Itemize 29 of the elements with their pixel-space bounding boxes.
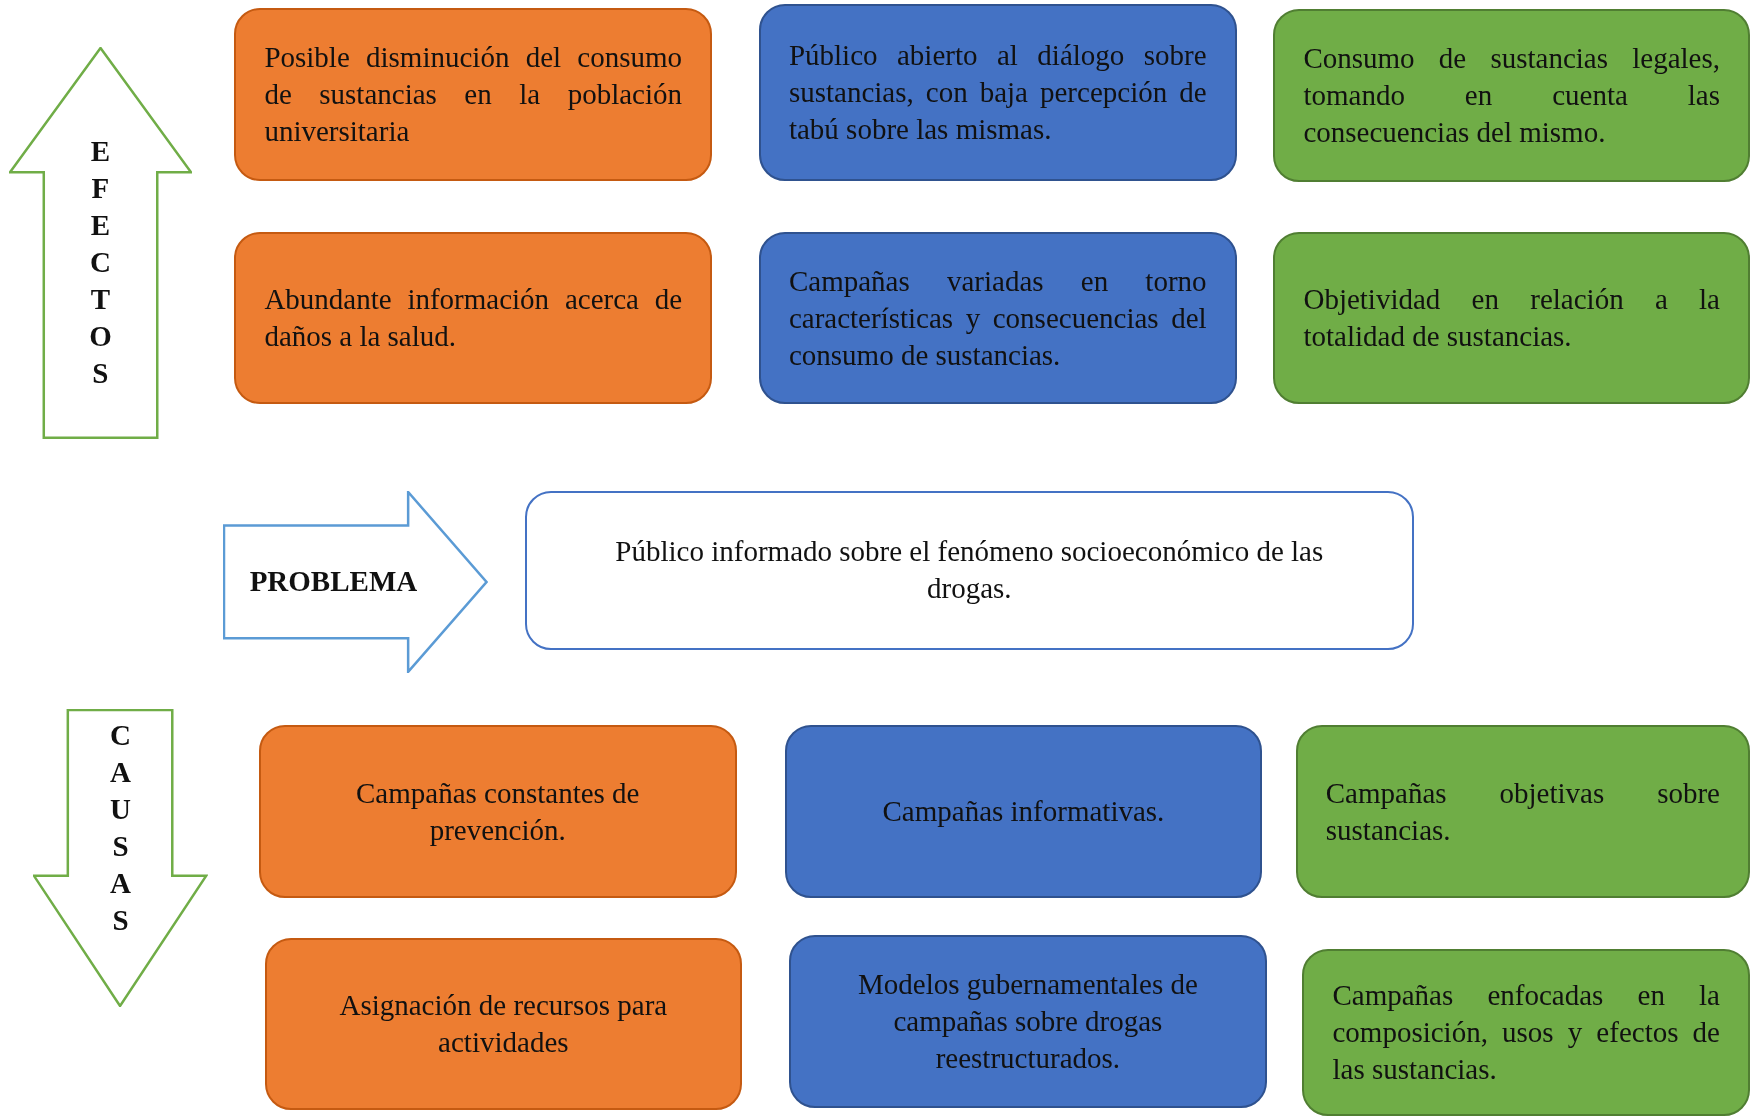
box-text: Campañas constantes de prevención. [355, 775, 641, 848]
box-text: Asignación de recursos para actividades [338, 988, 669, 1060]
box-text: Consumo de sustancias legales, tomando en cuenta las consecuencias del mismo. [1303, 40, 1720, 150]
text-box [258, 725, 737, 899]
text-box [758, 4, 1237, 181]
box-text: Modelos gubernamentales de campañas sobre drogas reestructurados. [856, 967, 1199, 1077]
text-box [524, 491, 1415, 650]
box-text: Abundante información acerca de daños a la salud. [264, 282, 683, 355]
text-box [1273, 232, 1750, 404]
box-text: Campañas enfocadas en la composición, usos y efectos de las sustancias. [1332, 977, 1720, 1087]
box-text: Público informado sobre el fenómeno socioeconómico de las drogas. [614, 534, 1325, 607]
text-box [1295, 725, 1750, 899]
text-box [234, 7, 713, 181]
text-box [784, 725, 1263, 899]
text-box [234, 232, 713, 404]
box-text: Posible disminución del consumo de sustancias en la población universitaria [264, 39, 683, 149]
box-text: Público abierto al diálogo sobre sustancias, con baja percepción de tabú sobre las mismas. [788, 38, 1207, 148]
banner-label: CAUSAS [109, 717, 132, 938]
text-box [758, 232, 1237, 404]
text-box [1302, 948, 1750, 1117]
box-text: Campañas variadas en torno características y consecuencias del consumo de sustancias. [788, 263, 1207, 373]
text-box [264, 937, 743, 1111]
box-text: Objetividad en relación a la totalidad de sustancias. [1303, 282, 1720, 355]
banner-label: EFECTOS [88, 134, 113, 392]
banner-label: PROBLEMA [249, 564, 418, 599]
box-text: Campañas objetivas sobre sustancias. [1325, 775, 1720, 848]
box-text: Campañas informativas. [881, 794, 1166, 830]
text-box [789, 935, 1267, 1109]
text-box [1273, 8, 1750, 182]
